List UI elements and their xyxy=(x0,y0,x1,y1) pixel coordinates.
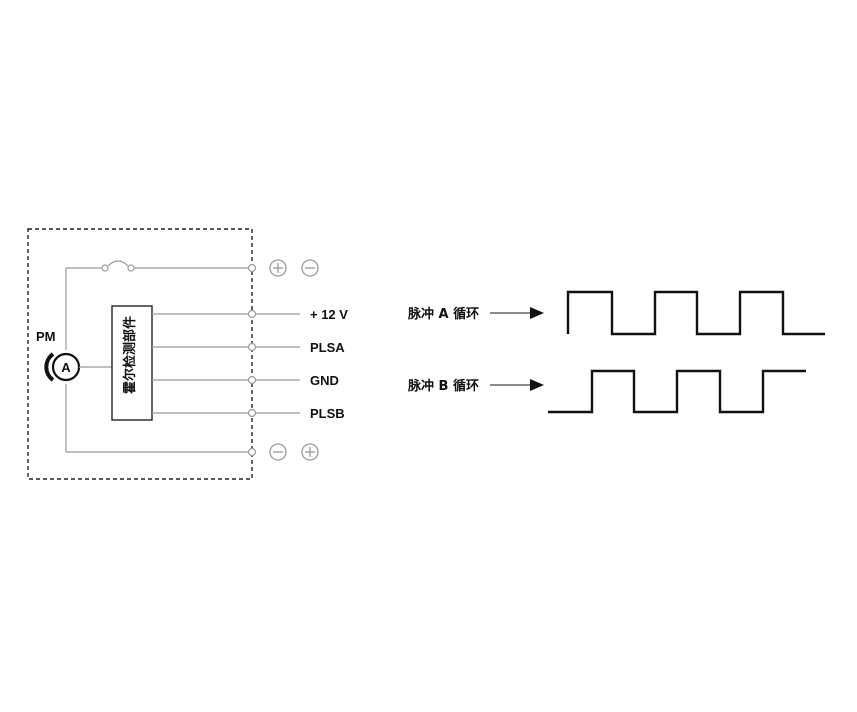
terminal-plsa: PLSA xyxy=(310,340,345,355)
terminal-plsb: PLSB xyxy=(310,406,345,421)
polarity-symbols-top xyxy=(269,259,319,277)
hall-sensor-block xyxy=(111,305,153,421)
terminal-gnd: GND xyxy=(310,373,339,388)
pulse-a-waveform xyxy=(566,290,825,336)
terminal-wires xyxy=(152,313,300,414)
pulse-b-label: 脉冲 B 循环 xyxy=(407,378,479,394)
bottom-wire xyxy=(65,384,250,453)
terminal-nodes xyxy=(247,263,257,457)
pulse-b-waveform xyxy=(548,369,806,414)
enclosure-dashed-box xyxy=(27,228,253,480)
pulse-a-label: 脉冲 A 循环 xyxy=(407,306,479,322)
polarity-symbols-bottom xyxy=(269,443,319,461)
ammeter-label: A xyxy=(61,360,71,375)
motor-ammeter xyxy=(44,352,112,382)
top-wire xyxy=(65,260,250,350)
hall-sensor-label: 霍尔检测部件 xyxy=(122,316,138,394)
pulse-b-arrow xyxy=(490,379,544,391)
motor-label: PM xyxy=(36,329,56,344)
pulse-a-arrow xyxy=(490,307,544,319)
terminal-12v: + 12 V xyxy=(310,307,348,322)
